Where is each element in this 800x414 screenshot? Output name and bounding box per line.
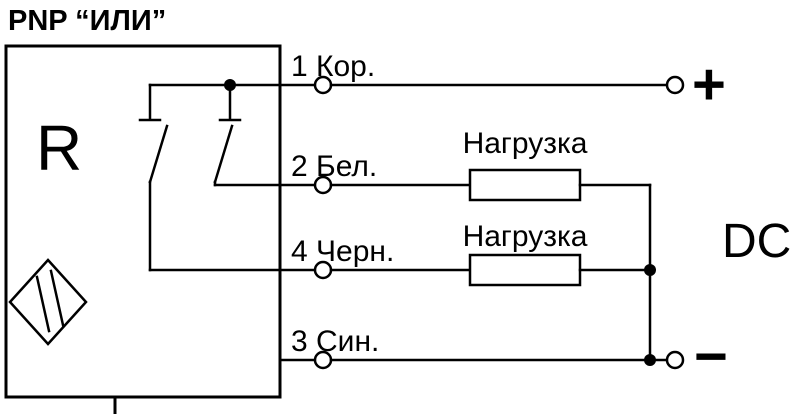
switch-right-blade	[213, 124, 234, 184]
diamond-hatch-line	[35, 275, 51, 333]
sensor-designation: R	[36, 112, 82, 184]
wire-4-black: 4 Черн. Нагрузка	[148, 220, 656, 287]
load-2-label: Нагрузка	[463, 220, 588, 253]
diamond-hatch-line	[49, 269, 65, 327]
pin-2-label: 2 Бел.	[291, 150, 377, 183]
optical-element-symbol	[8, 258, 88, 346]
negative-terminal-circle	[665, 350, 685, 370]
load-1-label: Нагрузка	[463, 127, 588, 160]
junction-dot	[644, 354, 656, 366]
plus-sign: +	[692, 52, 726, 117]
positive-terminal-circle	[665, 75, 685, 95]
dc-label: DC	[722, 215, 791, 268]
minus-sign: −	[694, 324, 728, 389]
load-resistor-2	[468, 253, 582, 287]
wire-3-blue: 3 Син. −	[278, 324, 728, 389]
pin-4-label: 4 Черн.	[291, 235, 394, 268]
diamond-outline	[8, 258, 88, 346]
wire-2-white: 2 Бел. Нагрузка	[213, 127, 652, 202]
diagram-title: PNP “ИЛИ”	[8, 5, 166, 37]
sensor-body: R	[4, 44, 282, 414]
switch-left-blade	[148, 124, 169, 184]
pin-3-label: 3 Син.	[291, 325, 379, 358]
wire-1-brown: 1 Кор. +	[148, 50, 726, 117]
load-resistor-1	[468, 168, 582, 202]
pin-1-label: 1 Кор.	[291, 50, 375, 83]
